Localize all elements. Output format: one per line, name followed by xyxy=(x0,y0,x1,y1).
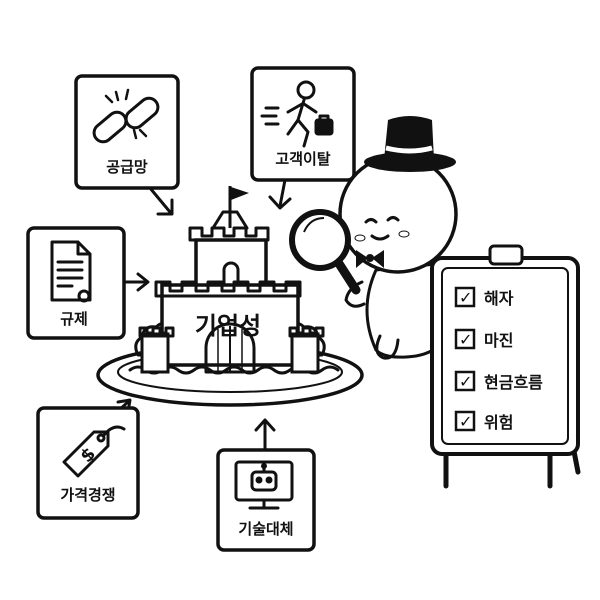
checkbox-icon xyxy=(454,286,476,308)
factor-label: 규제 xyxy=(60,310,88,328)
checklist-label: 위험 xyxy=(484,413,513,432)
factor-price-competition: $ 가격경쟁 xyxy=(36,406,140,520)
checklist-label: 해자 xyxy=(484,289,514,308)
checkbox-icon xyxy=(454,328,476,350)
arrow-customer-churn xyxy=(268,178,292,210)
inspector-character xyxy=(289,116,462,360)
center-label: 기업성 xyxy=(195,312,261,340)
factor-label: 가격경쟁 xyxy=(60,486,115,504)
check-mark: ✓ xyxy=(459,288,472,307)
arrow-tech-substitution xyxy=(254,418,276,450)
walking-person-icon xyxy=(260,80,334,148)
flag-icon xyxy=(231,187,249,200)
top-hat-icon xyxy=(364,116,456,172)
factor-regulation: 규제 xyxy=(26,226,126,340)
document-icon xyxy=(50,240,92,303)
castle-door xyxy=(204,322,256,374)
factor-tech-substitution: 기술대체 xyxy=(216,448,316,552)
check-mark: ✓ xyxy=(459,412,472,431)
factor-label: 공급망 xyxy=(106,158,148,176)
checklist-item: ✓ 현금흐름 xyxy=(454,370,543,392)
checklist-item: ✓ 해자 xyxy=(454,286,514,308)
check-mark: ✓ xyxy=(459,330,472,349)
arrow-regulation xyxy=(121,272,150,292)
factor-label: 기술대체 xyxy=(238,520,293,538)
checkbox-icon xyxy=(454,370,476,392)
arrow-supply-chain xyxy=(148,186,174,216)
magnifying-glass-icon xyxy=(289,209,361,295)
sandcastle: 기업성 xyxy=(96,186,364,407)
checklist-item: ✓ 마진 xyxy=(454,328,513,350)
robot-monitor-icon xyxy=(234,460,294,510)
checklist-item: ✓ 위험 xyxy=(454,410,513,432)
checklist-label: 현금흐름 xyxy=(484,373,543,392)
check-mark: ✓ xyxy=(459,372,472,391)
factor-label: 고객이탈 xyxy=(275,150,330,168)
factor-customer-churn: 고객이탈 xyxy=(250,66,356,182)
checkbox-icon xyxy=(454,410,476,432)
bowtie-icon xyxy=(356,250,384,268)
broken-chain-icon xyxy=(92,88,160,144)
factor-supply-chain: 공급망 xyxy=(74,74,180,190)
price-tag-icon: $ xyxy=(62,425,126,478)
checklist-board: ✓ 해자 ✓ 마진 ✓ 현금흐름 ✓ 위험 xyxy=(430,244,581,489)
checklist-label: 마진 xyxy=(484,331,513,350)
